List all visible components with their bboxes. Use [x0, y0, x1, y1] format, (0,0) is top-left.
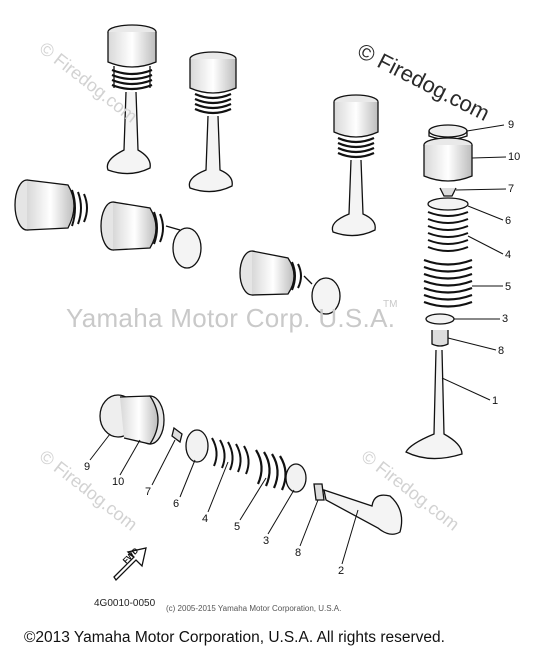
- exploded-valve-assembly-bottom: [99, 394, 403, 535]
- intake-valve-assembly-1: [106, 24, 157, 175]
- callout-bottom-10: 10: [112, 476, 125, 488]
- horizontal-valve-assembly-left-1: [14, 179, 88, 231]
- exhaust-valve-assembly-3: [331, 94, 379, 237]
- callout-bottom-9: 9: [84, 461, 91, 473]
- callout-right-7: 7: [508, 183, 515, 195]
- horizontal-valve-assembly-left-2: [100, 201, 202, 269]
- callout-right-4: 4: [505, 249, 512, 261]
- callout-right-3: 3: [502, 313, 509, 325]
- yamaha-watermark: Yamaha Motor Corp. U.S.A.: [66, 303, 396, 333]
- callout-right-6: 6: [505, 215, 512, 227]
- callout-right-8: 8: [498, 345, 505, 357]
- callout-right-5: 5: [505, 281, 512, 293]
- callout-bottom-7: 7: [145, 486, 152, 498]
- callout-bottom-5: 5: [234, 521, 241, 533]
- callout-right-1: 1: [492, 395, 499, 407]
- callout-bottom-6: 6: [173, 498, 180, 510]
- exploded-valve-assembly-right: [405, 124, 473, 460]
- fwd-arrow: [113, 547, 147, 582]
- trademark-mark: TM: [383, 299, 398, 310]
- copyright-main: ©2013 Yamaha Motor Corporation, U.S.A. A…: [24, 629, 445, 646]
- intake-valve-assembly-2: [188, 51, 237, 193]
- part-number: 4G0010-0050: [94, 598, 156, 609]
- callout-bottom-3: 3: [263, 535, 270, 547]
- copyright-small: (c) 2005-2015 Yamaha Motor Corporation, …: [166, 604, 342, 613]
- leader-lines-right: [441, 124, 507, 401]
- callout-bottom-4: 4: [202, 513, 209, 525]
- callout-right-9: 9: [508, 119, 515, 131]
- horizontal-valve-assembly-middle: [239, 250, 341, 315]
- callout-bottom-8: 8: [295, 547, 302, 559]
- callout-bottom-2: 2: [338, 565, 345, 577]
- leader-lines-bottom: [89, 433, 359, 565]
- callout-right-10: 10: [508, 151, 521, 163]
